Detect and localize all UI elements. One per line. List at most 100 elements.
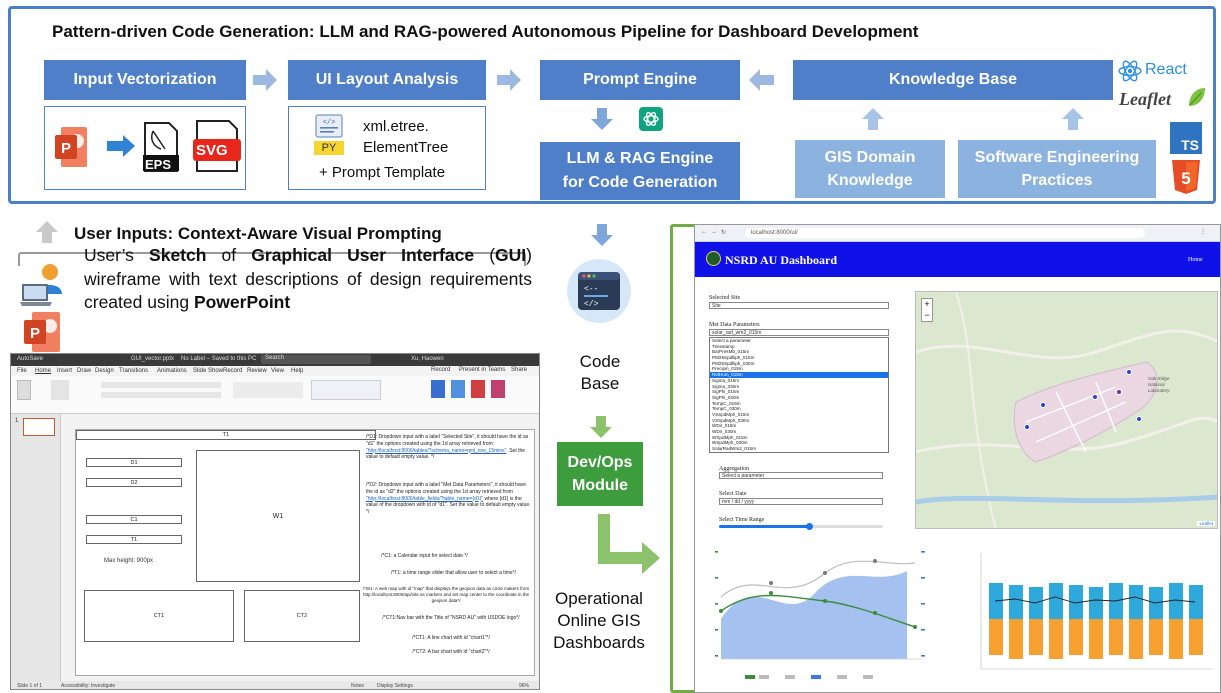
font-controls[interactable] <box>101 382 221 388</box>
new-slide-icon[interactable] <box>51 380 69 400</box>
leaf-icon <box>1189 88 1205 106</box>
user-inputs-title: User Inputs: Context-Aware Visual Prompt… <box>74 224 442 243</box>
aggregation-select[interactable]: Select a parameter <box>719 472 883 479</box>
met-param-option[interactable]: SigPhi_015m <box>712 389 740 395</box>
addins-icon[interactable] <box>471 380 485 398</box>
select-date-label: Select Date <box>719 491 747 497</box>
arrow-shaft <box>107 141 125 151</box>
ppt-titlebar: AutoSave GUI_vector.pptx No Label – Save… <box>11 354 539 366</box>
code-base-icon: <-- </> <box>567 259 631 323</box>
ppt-slide-canvas: T1 D1 D2 C1 T1 Max height: 900px W1 CT1 … <box>75 429 535 676</box>
arrow-right-1 <box>253 69 279 91</box>
map-marker[interactable] <box>1024 424 1030 430</box>
met-param-option[interactable]: WDir_030m <box>712 429 737 434</box>
bar-segment-bottom <box>1189 619 1203 655</box>
menu-icon[interactable]: ⋮ <box>1200 229 1206 235</box>
dictate-icon[interactable] <box>431 380 445 398</box>
prompt-template-line: + Prompt Template <box>319 164 446 181</box>
map-marker[interactable] <box>1092 394 1098 400</box>
ppt-status-bar: Slide 1 of 1 Accessibility: Investigate … <box>11 681 539 689</box>
web-map[interactable]: + − Oak Ridge National Laboratory Leafle… <box>915 291 1218 529</box>
wf-ct2: CT2 <box>244 590 360 642</box>
back-icon[interactable]: ← <box>701 229 707 235</box>
met-param-option[interactable]: TempC_015m <box>712 400 741 406</box>
shapes-gallery[interactable] <box>311 380 381 400</box>
met-param-option[interactable]: TempC_030m <box>712 406 741 412</box>
designer-icon[interactable] <box>491 380 505 398</box>
map-marker[interactable] <box>1116 389 1122 395</box>
bar-segment-top <box>1069 585 1083 619</box>
xml-file-icon: </> <box>315 114 343 138</box>
html5-icon: 5 <box>1172 160 1200 194</box>
met-param-option[interactable]: RelHum_015m <box>710 372 888 378</box>
met-param-option[interactable]: PM25Spdlliph_015m <box>712 355 755 361</box>
font-format-controls[interactable] <box>101 392 221 398</box>
met-param-option[interactable]: VSSpdMph_030m <box>712 417 750 423</box>
map-tiles <box>916 292 1217 528</box>
sensitivity-icon[interactable] <box>451 380 465 398</box>
home-link[interactable]: Home <box>1188 257 1203 263</box>
note-w1: /*W1: A web map with id "map" that displ… <box>362 586 530 604</box>
code-base-label: Code Base <box>579 352 621 394</box>
map-marker[interactable] <box>1126 369 1132 375</box>
max-height-note: Max height: 900px <box>104 558 154 564</box>
map-marker[interactable] <box>1040 402 1046 408</box>
note-c1: /*C1: a Calendar input for select date *… <box>381 553 468 559</box>
forward-icon[interactable]: → <box>711 229 717 235</box>
reload-icon[interactable]: ↻ <box>721 230 727 236</box>
met-param-option[interactable]: Sigma_030m <box>712 383 740 389</box>
svg-label: SVG <box>196 142 228 159</box>
arrow-up-se <box>1062 108 1084 130</box>
met-param-option[interactable]: SigPhi_030m <box>712 394 740 400</box>
met-param-option[interactable]: BarPresMb_015m <box>712 349 750 355</box>
main-title: Pattern-driven Code Generation: LLM and … <box>52 22 919 41</box>
met-param-option[interactable]: WSpdMph_030m <box>712 440 748 446</box>
zoom-out-button[interactable]: − <box>924 310 930 320</box>
wf-c1: C1 <box>86 515 182 524</box>
se-line1: Software Engineering <box>974 148 1140 166</box>
address-bar[interactable]: localhost:8000/ui/ <box>745 228 1145 238</box>
met-param-option[interactable]: WSpdMph_015m <box>712 434 748 440</box>
arrow-up-user <box>36 221 58 243</box>
met-param-option[interactable]: Precipin_015m <box>712 366 743 372</box>
met-param-option[interactable]: SolarRadWm2_015m <box>712 446 756 452</box>
time-slider-thumb[interactable] <box>806 523 814 530</box>
bar-segment-bottom <box>1149 619 1163 655</box>
browser-bar: ← → ↻ localhost:8000/ui/ ⋮ <box>695 225 1220 242</box>
paste-icon[interactable] <box>17 380 31 400</box>
prompt-engine-box: Prompt Engine <box>540 60 740 100</box>
doe-logo-icon <box>706 251 721 266</box>
arrow-right-icon <box>123 135 135 157</box>
met-param-option[interactable]: Select a parameter <box>712 338 751 343</box>
met-params-select[interactable]: solar_rad_wm2_015m <box>709 329 889 336</box>
layout-analysis-panel: </> PY xml.etree. ElementTree + Prompt T… <box>288 106 486 190</box>
bar-segment-top <box>1009 585 1023 619</box>
map-place-label: Oak Ridge National Laboratory <box>1148 376 1170 393</box>
met-param-option[interactable]: VSSpdMph_015m <box>712 411 750 417</box>
svg-text:5: 5 <box>1181 169 1190 188</box>
map-marker[interactable] <box>1136 416 1142 422</box>
svg-text:P: P <box>30 325 40 342</box>
selected-site-select[interactable]: Site <box>709 302 889 309</box>
time-range-slider[interactable] <box>719 523 883 530</box>
bar-segment-top <box>1129 585 1143 619</box>
arrow-bent-green <box>598 514 660 574</box>
bar-segment-bottom <box>1009 619 1023 659</box>
met-param-option[interactable]: PM25Spdlliph_030m <box>712 360 755 366</box>
met-param-option[interactable]: Sigma_015m <box>712 377 740 383</box>
leaflet-attribution[interactable]: Leaflet <box>1197 521 1215 526</box>
openai-icon <box>639 107 663 131</box>
note-d2: /*D2: Dropdown input with a label "Met D… <box>366 482 531 515</box>
bar-segment-top <box>1189 585 1203 619</box>
slide-thumbnail[interactable] <box>23 418 55 436</box>
ppt-search[interactable]: Search <box>261 355 371 364</box>
gis-domain-box: GIS Domain Knowledge <box>795 140 945 198</box>
met-param-option[interactable]: Timestamp <box>712 343 735 349</box>
zoom-in-button[interactable]: + <box>924 299 930 309</box>
date-input[interactable]: mm / dd / yyyy <box>719 498 883 505</box>
met-param-option[interactable]: WDir_015m <box>712 423 737 429</box>
llm-rag-engine-box: LLM & RAG Engine for Code Generation <box>540 142 740 200</box>
paragraph-controls[interactable] <box>233 382 303 398</box>
powerpoint-small-icon: P <box>24 312 60 352</box>
